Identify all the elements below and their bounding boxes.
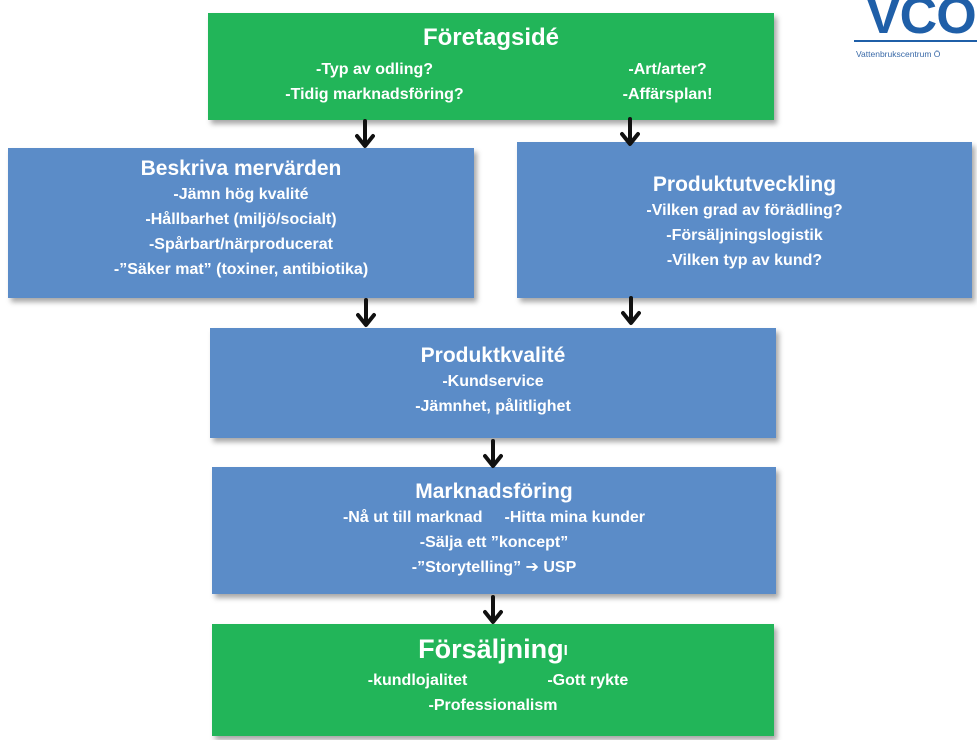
foretagside-item: -Affärsplan! (622, 86, 713, 103)
box-foretagside-title: Företagsidé (422, 24, 560, 51)
down-arrow-icon (621, 296, 641, 325)
foretagside-item: -Tidig marknadsföring? (285, 86, 464, 103)
down-arrow-icon (483, 595, 503, 624)
box-produktkvalite: Produktkvalité -Kundservice -Jämnhet, på… (210, 328, 776, 438)
box-mervarden: Beskriva mervärden -Jämn hög kvalité -Hå… (8, 148, 474, 298)
produktutveckling-item: -Vilken typ av kund? (666, 252, 823, 269)
mervarden-item: -Hållbarhet (miljö/socialt) (145, 211, 337, 228)
forsaljning-item: -Professionalism (428, 696, 558, 714)
marknadsforing-item: -”Storytelling” ➔ USP (411, 559, 577, 576)
box-marknadsforing: Marknadsföring -Nå ut till marknad -Hitt… (212, 467, 776, 594)
box-forsaljning: FörsäljningI -kundlojalitet -Gott rykte … (212, 624, 774, 736)
mervarden-item: -Jämn hög kvalité (173, 186, 309, 203)
marknadsforing-item: -Sälja ett ”koncept” (419, 534, 569, 551)
down-arrow-icon (620, 117, 640, 146)
produktkvalite-item: -Kundservice (442, 373, 544, 390)
produktutveckling-item: -Vilken grad av förädling? (646, 202, 843, 219)
marknadsforing-item: -Nå ut till marknad (342, 509, 483, 526)
foretagside-item: -Art/arter? (628, 61, 707, 78)
logo-subtitle: Vattenbrukscentrum Ö (856, 49, 941, 59)
foretagside-item: -Typ av odling? (315, 61, 434, 78)
marknadsforing-item: -Hitta mina kunder (504, 509, 646, 526)
produktutveckling-item: -Försäljningslogistik (666, 227, 823, 244)
mervarden-item: -Spårbart/närproducerat (148, 236, 334, 253)
produktkvalite-item: -Jämnhet, pålitlighet (415, 398, 571, 415)
forsaljning-item: -kundlojalitet (367, 671, 468, 689)
vco-logo: VCO Vattenbrukscentrum Ö (840, 0, 977, 68)
mervarden-item: -”Säker mat” (toxiner, antibiotika) (113, 261, 369, 278)
box-produktkvalite-title: Produktkvalité (420, 344, 566, 367)
logo-rule (854, 40, 977, 42)
box-forsaljning-title-suffix: I (563, 641, 568, 659)
box-mervarden-title: Beskriva mervärden (140, 157, 342, 180)
box-produktutveckling: Produktutveckling -Vilken grad av förädl… (517, 142, 972, 298)
forsaljning-item: -Gott rykte (547, 671, 629, 689)
logo-mark: VCO (866, 0, 977, 45)
down-arrow-icon (356, 298, 376, 327)
down-arrow-icon (355, 119, 375, 148)
down-arrow-icon (483, 439, 503, 468)
box-forsaljning-title: Försäljning (418, 634, 564, 664)
box-produktutveckling-title: Produktutveckling (652, 173, 837, 196)
box-foretagside: Företagsidé -Typ av odling? -Tidig markn… (208, 13, 774, 120)
box-marknadsforing-title: Marknadsföring (415, 480, 573, 503)
